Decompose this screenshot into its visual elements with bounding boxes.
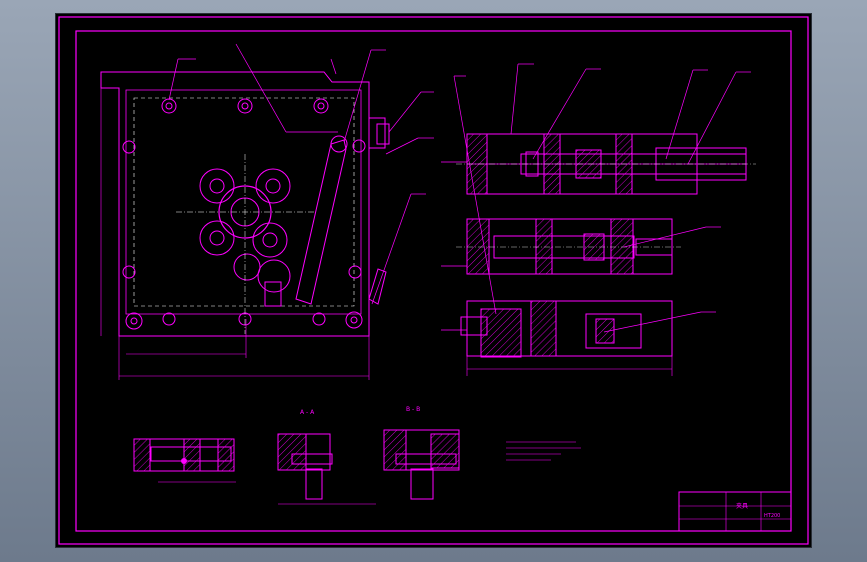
clamp-arm xyxy=(368,268,387,305)
detail-middle: A - A xyxy=(277,409,376,505)
elevation-leaders xyxy=(441,63,751,333)
title-block-name: 夹具 xyxy=(736,502,748,510)
dimension-lines xyxy=(100,88,370,380)
drawing-sheet: A - A B - B 夹具 HT200 xyxy=(56,14,811,547)
title-block-material: HT200 xyxy=(764,513,780,519)
leader-lines xyxy=(168,43,434,305)
section-view-bottom xyxy=(460,300,673,376)
section-view-top xyxy=(456,133,756,195)
technical-notes xyxy=(506,441,581,461)
detail-left xyxy=(133,438,236,483)
title-block: 夹具 HT200 xyxy=(678,491,792,532)
inner-frame xyxy=(75,30,792,532)
dial-cluster xyxy=(176,154,316,334)
section-view-middle xyxy=(456,218,681,275)
bolt-holes xyxy=(122,98,363,330)
main-plan-view xyxy=(100,43,434,380)
lever-arm xyxy=(295,117,390,305)
outer-frame xyxy=(58,16,809,545)
cad-drawing: A - A B - B 夹具 HT200 xyxy=(58,16,809,545)
section-label-left: A - A xyxy=(300,409,315,416)
section-label-right: B - B xyxy=(406,406,420,413)
detail-right: B - B xyxy=(383,406,460,500)
